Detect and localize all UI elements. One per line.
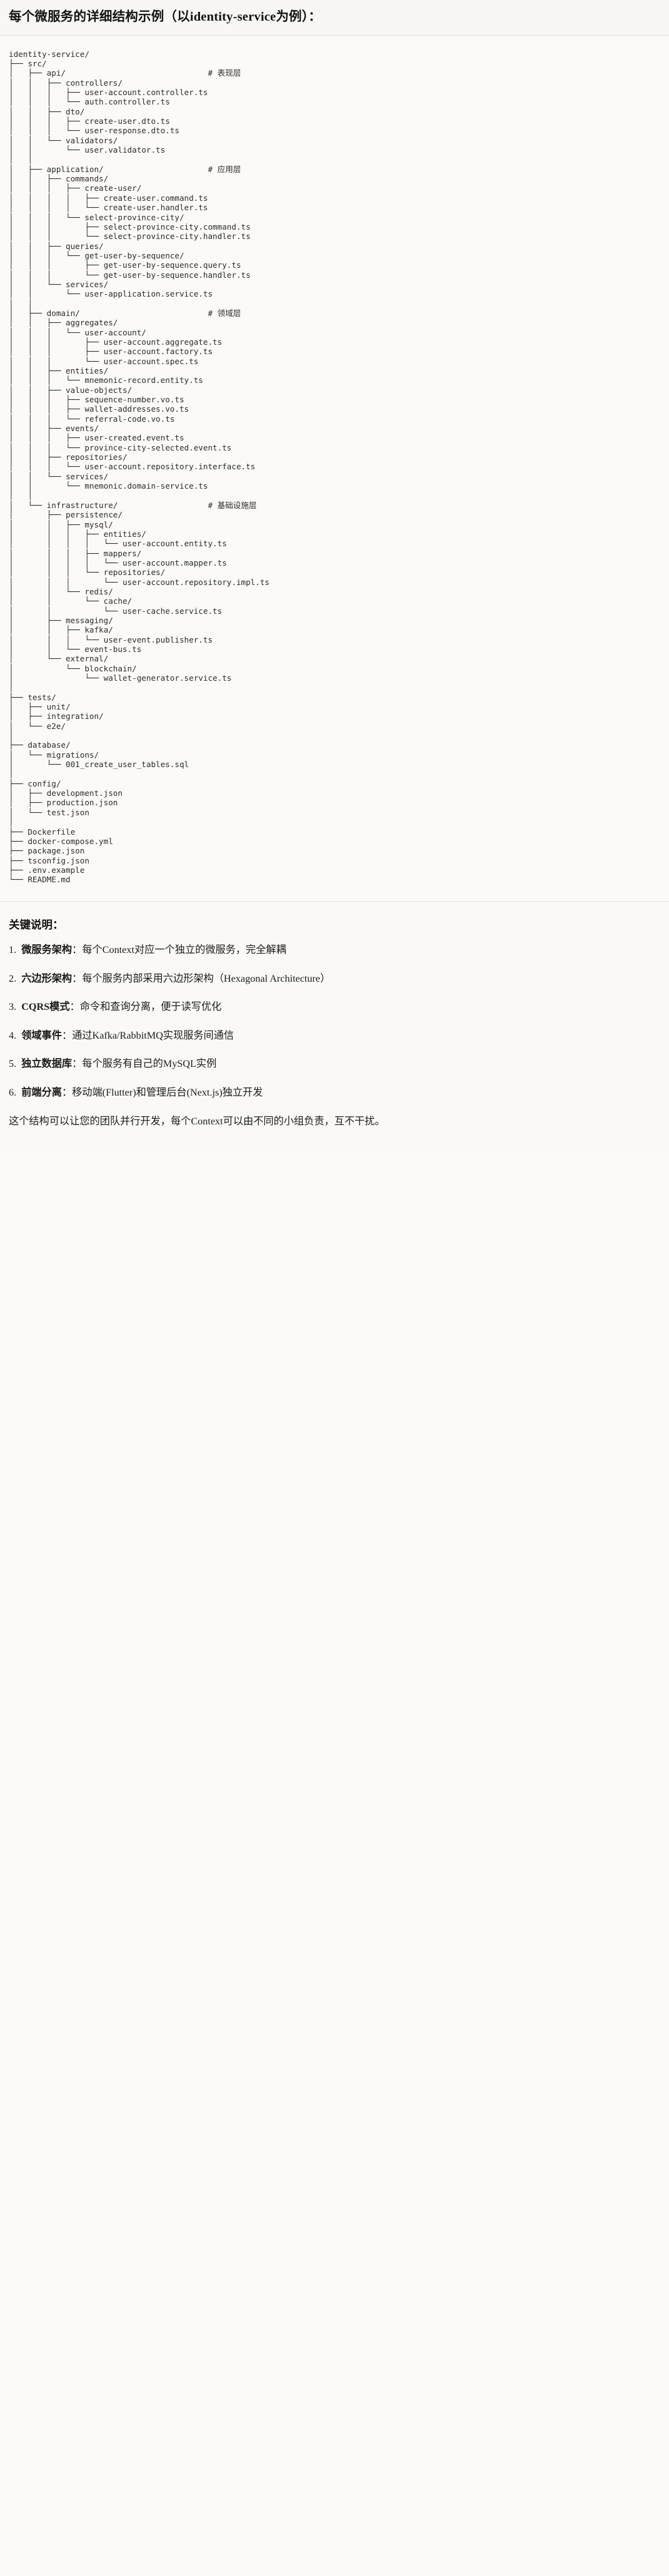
note-separator: ： [72, 972, 83, 984]
list-item: 独立数据库：每个服务有自己的MySQL实例 [9, 1057, 660, 1071]
note-term: 领域事件 [21, 1029, 62, 1041]
note-term: 前端分离 [21, 1086, 62, 1098]
note-description: 命令和查询分离，便于读写优化 [79, 1001, 222, 1013]
note-description: 通过Kafka/RabbitMQ实现服务间通信 [72, 1029, 234, 1041]
note-description: 每个服务有自己的MySQL实例 [82, 1058, 217, 1070]
note-description: 每个服务内部采用六边形架构（Hexagonal Architecture） [82, 972, 331, 984]
list-item: 领域事件：通过Kafka/RabbitMQ实现服务间通信 [9, 1029, 660, 1043]
closing-paragraph: 这个结构可以让您的团队并行开发，每个Context可以由不同的小组负责，互不干扰… [9, 1116, 385, 1128]
list-item: 六边形架构：每个服务内部采用六边形架构（Hexagonal Architectu… [9, 972, 660, 986]
key-notes-heading: 关键说明： [9, 918, 64, 931]
document-page: 每个微服务的详细结构示例（以identity-service为例）： ident… [0, 0, 669, 1148]
note-term: CQRS模式 [21, 1001, 70, 1013]
note-separator: ： [61, 1086, 73, 1098]
note-term: 独立数据库 [21, 1058, 73, 1070]
note-description: 每个Context对应一个独立的微服务，完全解耦 [82, 944, 286, 956]
list-item: CQRS模式：命令和查询分离，便于读写优化 [9, 1000, 660, 1014]
title-section: 每个微服务的详细结构示例（以identity-service为例）： [0, 0, 669, 36]
note-separator: ： [72, 1058, 83, 1070]
list-item: 前端分离：移动端(Flutter)和管理后台(Next.js)独立开发 [9, 1086, 660, 1100]
key-notes-list: 微服务架构：每个Context对应一个独立的微服务，完全解耦 六边形架构：每个服… [9, 943, 660, 1100]
key-notes-section: 关键说明： 微服务架构：每个Context对应一个独立的微服务，完全解耦 六边形… [0, 901, 669, 1148]
note-separator: ： [72, 944, 83, 956]
note-term: 六边形架构 [21, 972, 73, 984]
note-term: 微服务架构 [21, 944, 73, 956]
list-item: 微服务架构：每个Context对应一个独立的微服务，完全解耦 [9, 943, 660, 957]
page-title: 每个微服务的详细结构示例（以identity-service为例）： [9, 10, 321, 24]
note-description: 移动端(Flutter)和管理后台(Next.js)独立开发 [72, 1086, 263, 1098]
directory-tree-section: identity-service/ ├── src/ │ ├── api/ # … [0, 35, 669, 902]
note-separator: ： [61, 1029, 73, 1041]
note-separator: ： [69, 1001, 80, 1013]
directory-tree-code-block: identity-service/ ├── src/ │ ├── api/ # … [9, 49, 270, 885]
